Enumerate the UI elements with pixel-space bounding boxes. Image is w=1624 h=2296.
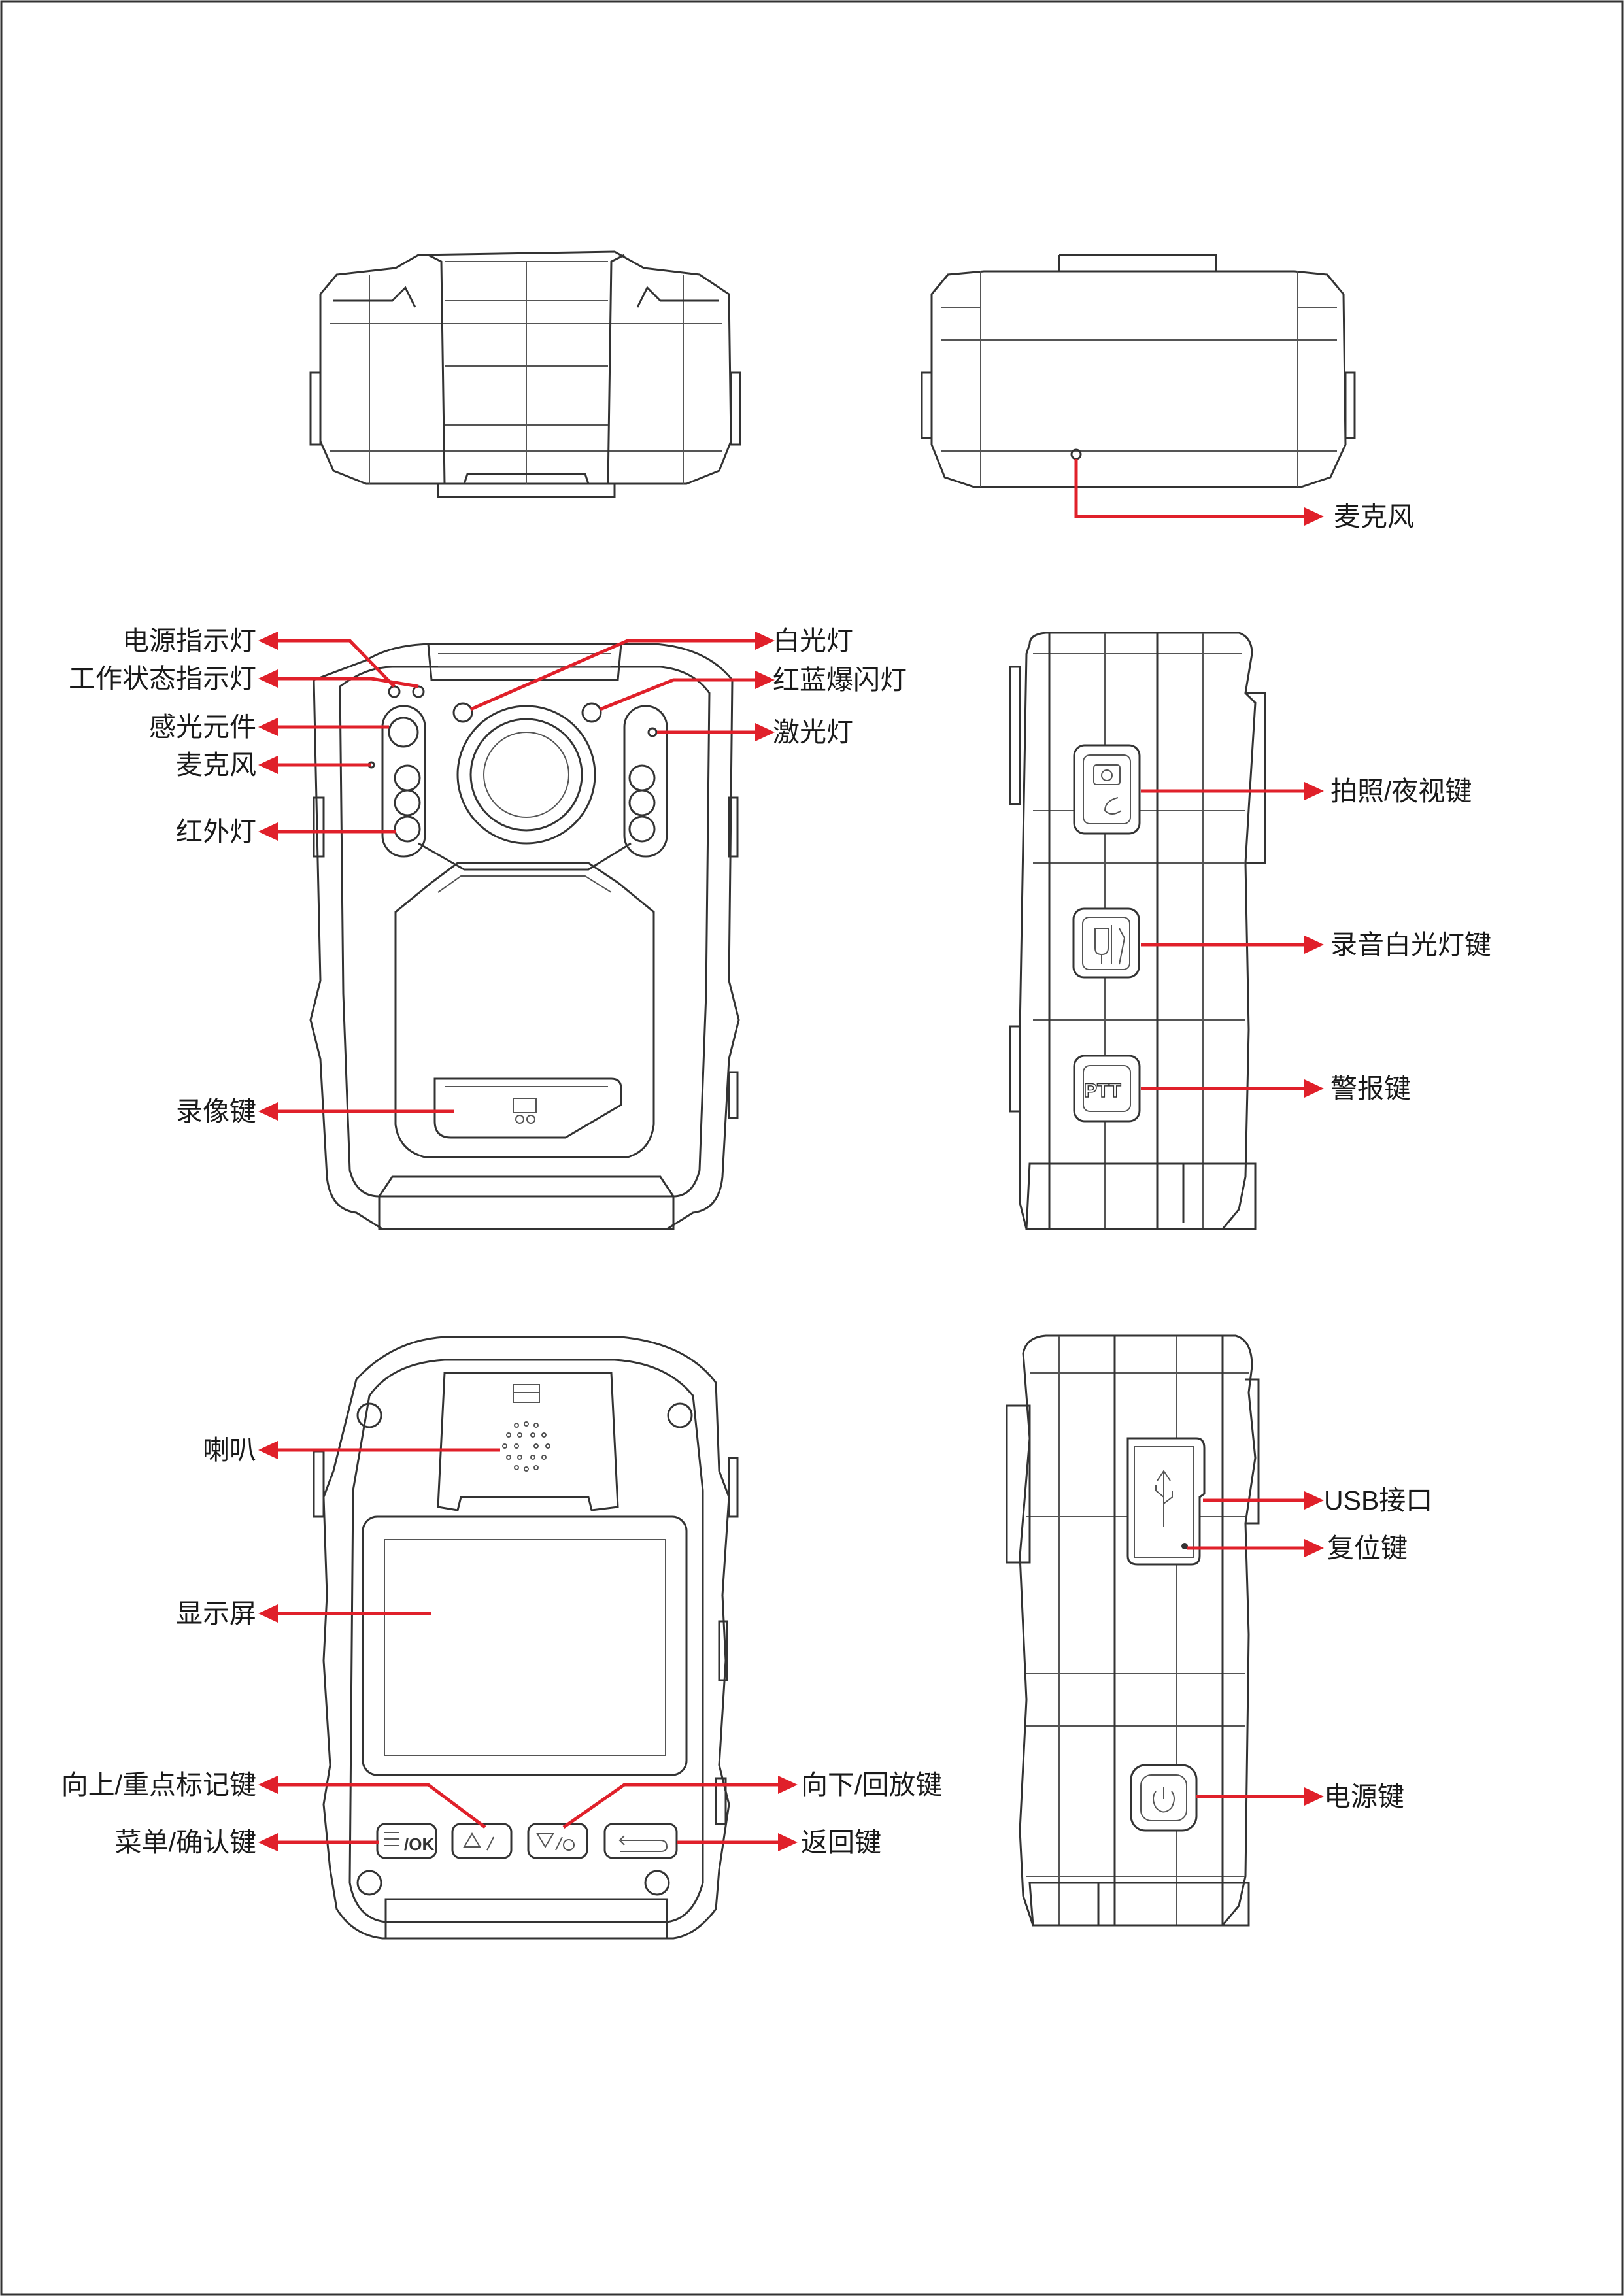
screw-tl xyxy=(356,1402,382,1428)
label-power-button: 电源键 xyxy=(1324,1781,1404,1812)
up-icon xyxy=(463,1832,494,1851)
back-icon xyxy=(618,1835,668,1852)
play-icon xyxy=(563,1839,575,1851)
label-front-mic: 麦克风 xyxy=(176,750,256,780)
down-playback-key xyxy=(527,1823,588,1859)
label-up-mark: 向上/重点标记键 xyxy=(61,1770,256,1800)
screw-tr xyxy=(667,1402,693,1428)
mic-icon xyxy=(1094,928,1109,964)
white-light-led xyxy=(452,702,473,723)
lens-glass xyxy=(483,732,569,818)
label-down-playback: 向下/回放键 xyxy=(801,1770,943,1800)
reset-hole xyxy=(1181,1543,1188,1549)
ir-led-3 xyxy=(394,815,421,843)
label-usb-port: USB接口 xyxy=(1324,1485,1433,1515)
label-laser: 激光灯 xyxy=(773,717,853,747)
ir-led-6 xyxy=(628,815,656,843)
menu-icon xyxy=(384,1832,399,1846)
ir-led-2 xyxy=(394,789,421,817)
ok-key-glyph: /OK xyxy=(404,1834,434,1854)
camera-top-view xyxy=(309,250,741,498)
label-audio-light: 录音白光灯键 xyxy=(1330,930,1491,960)
left-sensor-strip xyxy=(381,705,426,858)
camera-right-side-view xyxy=(1009,632,1266,1230)
label-top-mic: 麦克风 xyxy=(1334,501,1414,532)
usb-icon xyxy=(1155,1470,1173,1527)
photo-night-button xyxy=(1073,744,1141,835)
label-alarm: 警报键 xyxy=(1330,1073,1411,1104)
red-blue-flash-led xyxy=(581,702,602,723)
label-red-blue-flash: 红蓝爆闪灯 xyxy=(773,665,907,695)
record-icon xyxy=(513,1098,537,1113)
label-speaker: 喇叭 xyxy=(203,1435,256,1465)
label-photo-night: 拍照/夜视键 xyxy=(1330,776,1472,806)
label-infrared: 红外灯 xyxy=(176,817,256,847)
speaker-grille xyxy=(502,1421,550,1472)
up-mark-key xyxy=(451,1823,513,1859)
display-screen xyxy=(384,1539,666,1756)
camera-front-view xyxy=(309,643,740,1230)
label-power-indicator: 电源指示灯 xyxy=(122,626,256,656)
power-icon xyxy=(1153,1787,1175,1813)
label-record-button: 录像键 xyxy=(176,1096,256,1126)
label-reset: 复位键 xyxy=(1327,1533,1408,1563)
label-status-indicator: 工作状态指示灯 xyxy=(69,664,256,694)
ptt-key-glyph: PTT xyxy=(1084,1080,1121,1102)
screw-bl xyxy=(356,1870,382,1896)
laser-led xyxy=(647,727,658,737)
label-menu-ok: 菜单/确认键 xyxy=(114,1827,256,1857)
torch-icon xyxy=(1111,925,1126,965)
moon-icon xyxy=(1104,797,1122,815)
ir-led-5 xyxy=(628,789,656,817)
camera-left-side-view xyxy=(1006,1334,1260,1927)
leader-lines xyxy=(258,459,1324,1851)
label-display: 显示屏 xyxy=(176,1598,256,1629)
right-sensor-strip xyxy=(623,705,668,858)
audio-light-button xyxy=(1072,907,1140,979)
down-icon xyxy=(536,1833,563,1851)
ptt-button xyxy=(1073,1055,1141,1123)
label-white-light: 白光灯 xyxy=(773,626,853,656)
lens-ring xyxy=(469,718,583,832)
display-frame xyxy=(362,1515,688,1776)
label-light-sensor: 感光元件 xyxy=(149,712,256,742)
record-button-shape xyxy=(433,1077,622,1139)
label-back: 返回键 xyxy=(801,1827,881,1857)
camera-icon xyxy=(1093,764,1121,785)
camera-bottom-view xyxy=(921,254,1356,488)
camera-back-view xyxy=(313,1336,739,1940)
light-sensor xyxy=(388,717,419,748)
screw-br xyxy=(644,1870,670,1896)
lens-outer xyxy=(456,705,596,845)
